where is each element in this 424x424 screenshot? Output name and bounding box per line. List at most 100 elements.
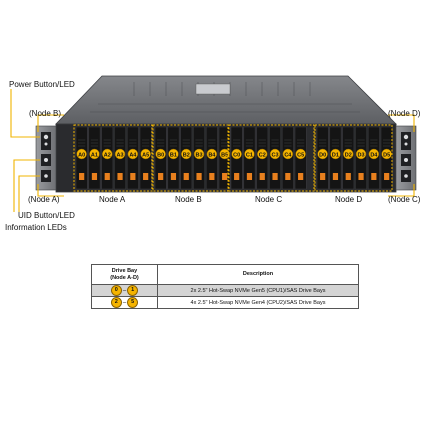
drive-release-tab[interactable] (371, 173, 377, 180)
node-c-outline (228, 124, 315, 192)
drive-badge-circle (368, 148, 380, 160)
drive-badge-label: D0 (319, 152, 326, 158)
information-leds-label: Information LEDs (5, 223, 67, 232)
drive-badge-circle (317, 148, 328, 160)
top-cover-label (195, 83, 231, 95)
power-button-led-label: Power Button/LED (9, 80, 75, 89)
node-d-bottom-label: Node D (335, 195, 363, 204)
drive-badge-label: C1 (246, 152, 253, 158)
drive-release-tab[interactable] (79, 173, 85, 180)
drive-badge-circle (231, 148, 242, 160)
drive-release-tab[interactable] (234, 173, 240, 180)
drive-badge-label: A3 (117, 152, 124, 158)
drive-badge-circle (219, 148, 230, 160)
drive-badge-label: C2 (259, 152, 266, 158)
drive-badge-circle (168, 148, 179, 160)
callout-lines (10, 89, 415, 212)
drive-release-tab[interactable] (345, 173, 351, 180)
drive-badge-circle (102, 148, 113, 160)
header-drive-bay: Drive Bay (Node A-D) (91, 264, 158, 285)
header-bay-sub: (Node A-D) (110, 274, 139, 281)
drive-badge-circle (257, 148, 268, 160)
uid-button-icon[interactable] (44, 158, 48, 162)
drive-release-tab[interactable] (143, 173, 149, 180)
drive-badge-circle (244, 148, 255, 160)
drive-badge-circle (295, 148, 306, 160)
drive-release-tab[interactable] (298, 173, 304, 180)
drive-badge-label: B3 (196, 152, 203, 158)
drive-badge-label: D2 (345, 152, 352, 158)
drive-release-tab[interactable] (209, 173, 215, 180)
callout-uid (13, 159, 40, 212)
drive-release-tab[interactable] (130, 173, 136, 180)
bay-range-cell: 0–1 (91, 284, 158, 297)
drive-badge-label: B5 (221, 152, 228, 158)
right-power-button-icon[interactable] (403, 134, 409, 140)
drive-release-tab[interactable] (104, 173, 110, 180)
uid-button-led-label: UID Button/LED (18, 211, 75, 220)
right-uid-button-icon[interactable] (404, 158, 408, 162)
callout-info (18, 175, 40, 212)
node-b-outline (152, 124, 229, 192)
node-a-outline (73, 124, 153, 192)
drive-release-tab[interactable] (158, 173, 164, 180)
drive-badge-label: D5 (383, 152, 390, 158)
drive-release-tab[interactable] (272, 173, 278, 180)
drive-badge-circle (181, 148, 192, 160)
drive-badge-label: D3 (358, 152, 365, 158)
drive-badge-circle (193, 148, 205, 160)
power-button-icon[interactable] (43, 134, 49, 140)
drive-release-tab[interactable] (285, 173, 291, 180)
drive-release-tab[interactable] (246, 173, 253, 180)
drive-release-tab[interactable] (117, 173, 123, 180)
drive-release-tab[interactable] (91, 173, 98, 180)
chassis-top-cover (55, 75, 397, 125)
top-cover-vents (90, 82, 360, 113)
node-c-side-label: (Node C) (388, 195, 421, 204)
drive-badge-label: D4 (370, 152, 378, 158)
callout-node-d (388, 114, 415, 132)
drive-badge-circle (127, 148, 139, 160)
drive-badge-circle (140, 148, 151, 160)
drive-release-tab[interactable] (196, 173, 202, 180)
drive-badge-label: B2 (183, 152, 190, 158)
drive-badge-circle (206, 148, 218, 160)
bay-range-cell: 2–5 (91, 296, 158, 309)
drive-badge-label: C4 (284, 152, 292, 158)
callout-power (10, 89, 40, 138)
callout-node-a (37, 184, 64, 197)
drive-badge-circle (89, 148, 100, 160)
drive-release-tab[interactable] (358, 173, 364, 180)
drive-release-tab[interactable] (259, 173, 265, 180)
node-c-label: Node C (255, 195, 283, 204)
drive-release-tab[interactable] (320, 173, 326, 180)
drive-release-tab[interactable] (332, 173, 339, 180)
info-led-icon (44, 174, 48, 178)
drive-badge-label: A0 (78, 152, 85, 158)
drive-badge-circle (355, 148, 367, 160)
drive-badge-label: A4 (129, 152, 137, 158)
drive-badge-label: A1 (91, 152, 98, 158)
drive-badge-label: D1 (332, 152, 339, 158)
drive-badge-label: A2 (104, 152, 111, 158)
drive-badge-circle (155, 148, 166, 160)
node-d-outline (314, 124, 393, 192)
right-ear-controls (401, 132, 411, 182)
bay-badge: 0 (110, 285, 122, 296)
drive-badge-circle (76, 148, 87, 160)
range-dash: – (122, 299, 127, 306)
bay-badge: 5 (127, 297, 139, 308)
callout-node-c (388, 184, 415, 197)
drive-badge-circle (343, 148, 354, 160)
bay-badge: 1 (127, 285, 139, 296)
header-bay-title: Drive Bay (111, 267, 138, 274)
drive-badge-label: C0 (233, 152, 240, 158)
node-b-right-label: (Node B) (29, 109, 62, 118)
drive-release-tab[interactable] (183, 173, 189, 180)
drive-badge-label: B1 (170, 152, 177, 158)
drive-badge-label: C3 (272, 152, 279, 158)
drive-release-tab[interactable] (384, 173, 390, 180)
drive-release-tab[interactable] (170, 173, 177, 180)
drive-release-tab[interactable] (222, 173, 228, 180)
